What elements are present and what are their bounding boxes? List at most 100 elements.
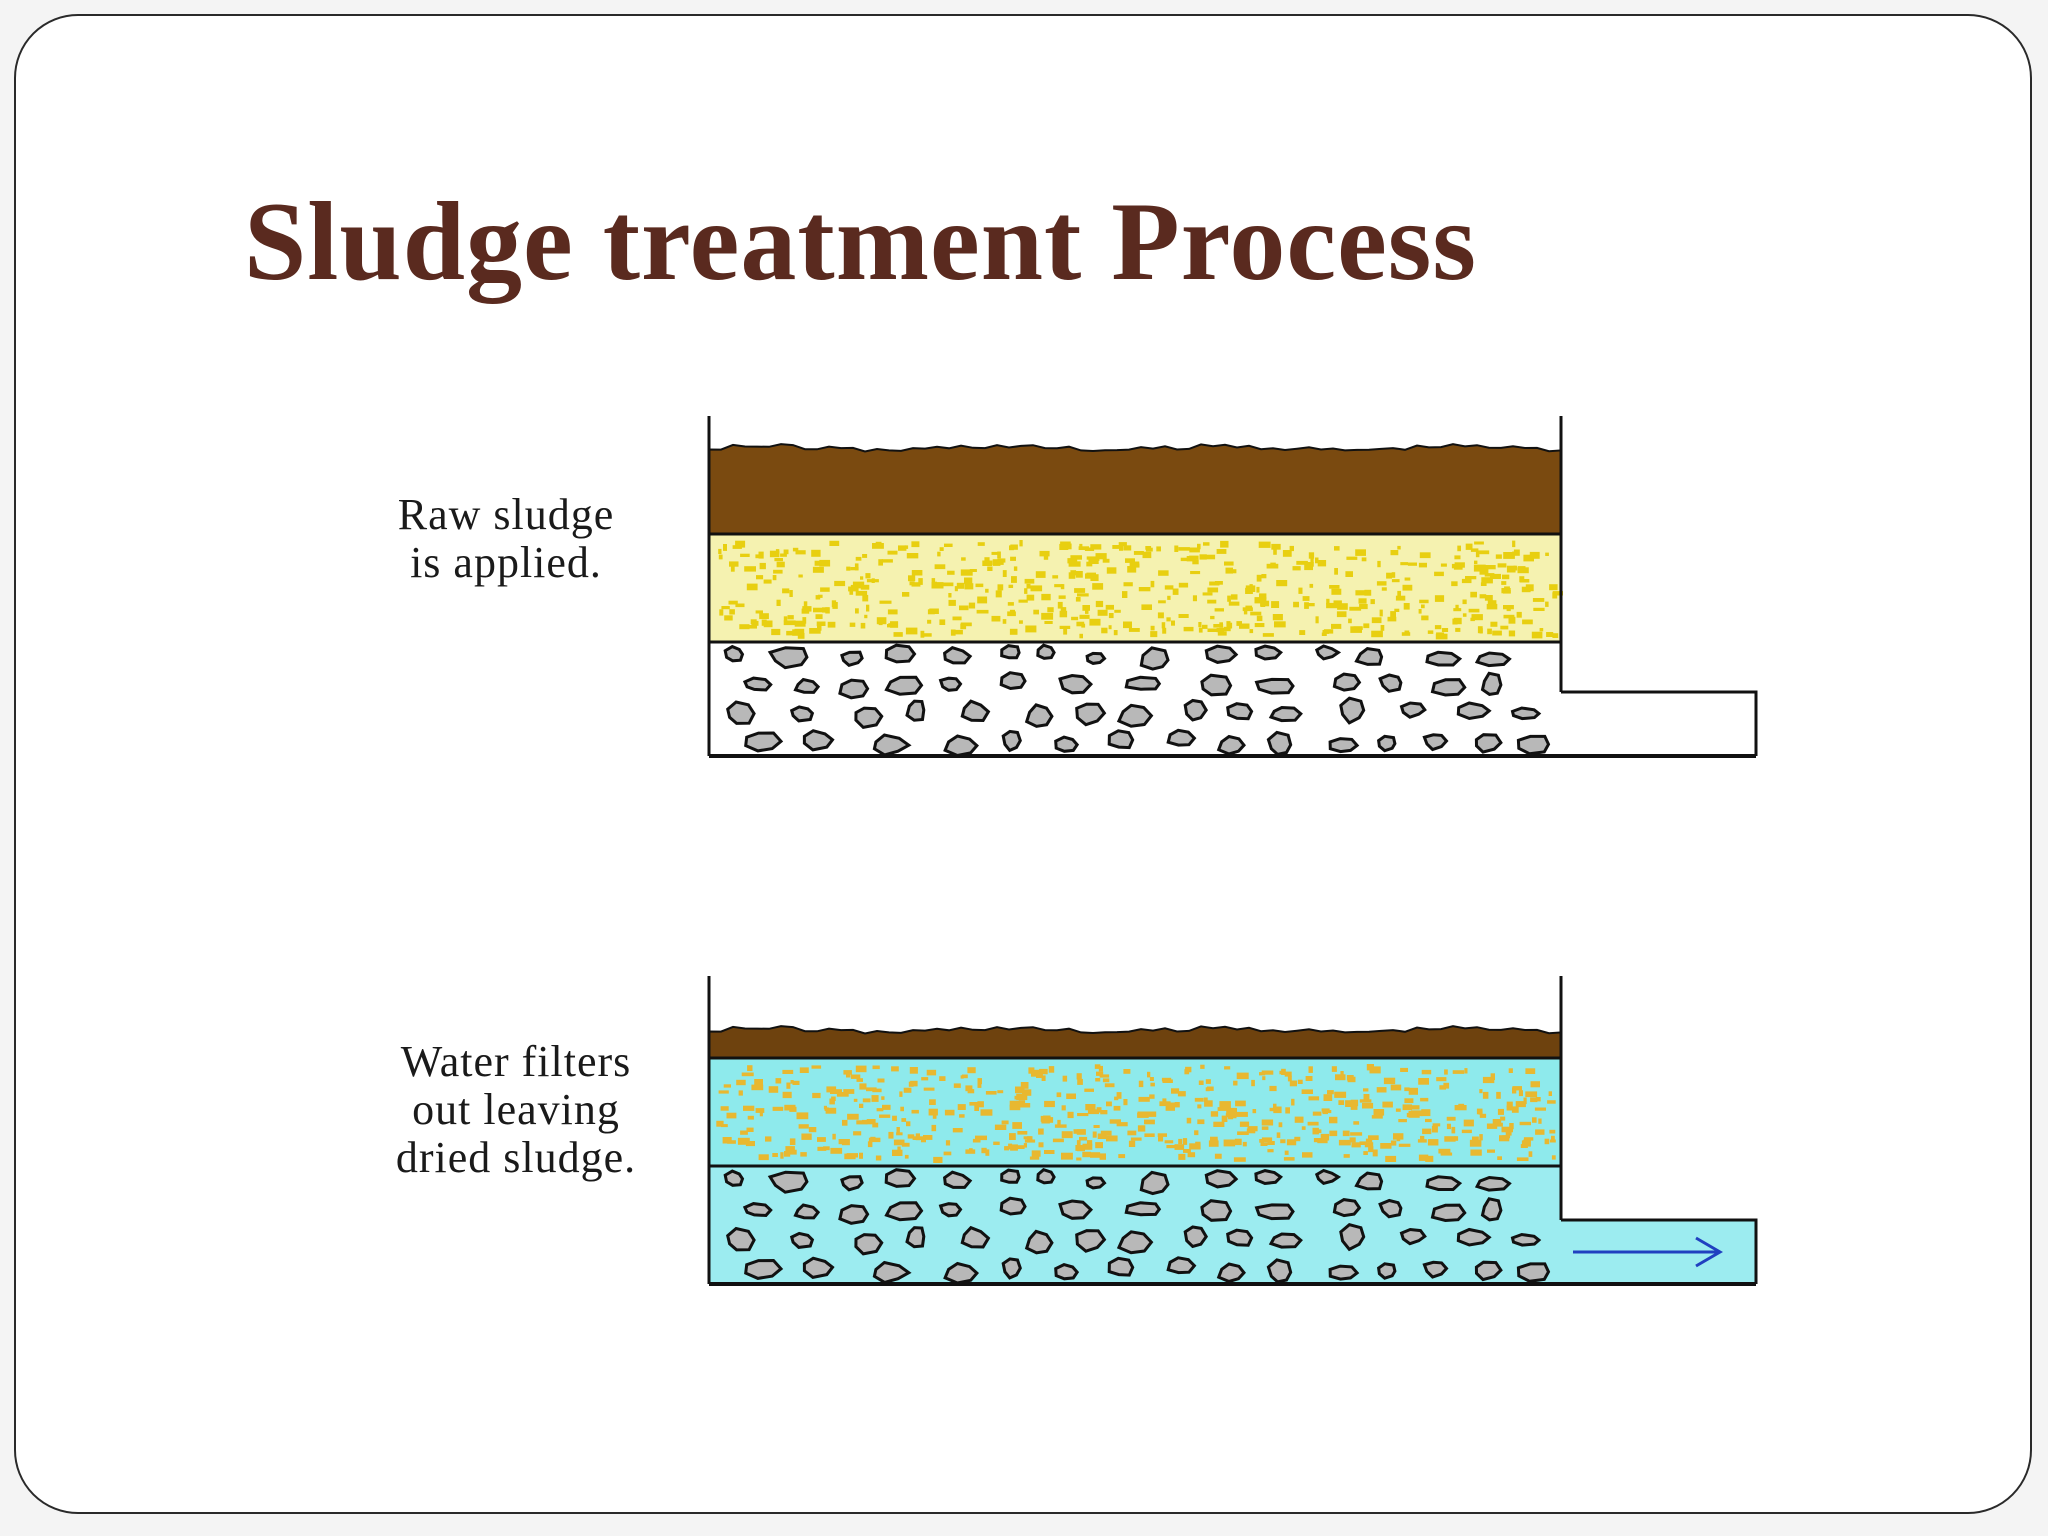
sand-grain xyxy=(1364,1142,1374,1148)
sand-grain xyxy=(1024,588,1028,594)
sand-grain xyxy=(1106,1135,1118,1142)
sand-grain xyxy=(1323,629,1334,634)
sand-grain xyxy=(1506,1101,1513,1107)
gravel-stone xyxy=(1216,1262,1246,1284)
sand-grain xyxy=(1158,1136,1164,1142)
sand-grain xyxy=(1232,569,1237,574)
sand-grain xyxy=(1421,1109,1431,1117)
sand-grain xyxy=(1500,625,1509,630)
sand-grain xyxy=(875,541,882,547)
sand-grain xyxy=(784,1151,791,1157)
sand-grain xyxy=(1105,604,1114,610)
sand-grain xyxy=(1066,1093,1076,1099)
sand-grain xyxy=(1217,631,1227,636)
sand-grain xyxy=(1002,570,1007,577)
sand-grain xyxy=(1468,608,1480,613)
sand-grain xyxy=(1273,1106,1282,1114)
sand-grain xyxy=(1131,563,1140,568)
gravel-stone xyxy=(1139,1170,1170,1196)
sand-grain xyxy=(1431,1125,1438,1133)
gravel-stone xyxy=(1058,673,1094,695)
sand-grain xyxy=(1209,581,1220,586)
sand-grain xyxy=(746,583,758,591)
sand-grain xyxy=(1496,1091,1501,1099)
sand-grain xyxy=(820,560,829,566)
sand-grain xyxy=(920,1138,926,1143)
sand-grain xyxy=(980,1109,993,1116)
sand-grain xyxy=(1199,554,1207,560)
sand-grain xyxy=(1547,1100,1556,1104)
sand-grain xyxy=(1061,1152,1073,1160)
sand-grain xyxy=(1127,1130,1137,1136)
sand-grain xyxy=(1192,595,1197,602)
sand-grain xyxy=(1233,1157,1246,1162)
sand-grain xyxy=(1411,1105,1420,1110)
sand-grain xyxy=(1213,1121,1225,1127)
sand-grain xyxy=(1342,1130,1350,1137)
gravel-stone xyxy=(1354,1171,1384,1191)
sand-grain xyxy=(843,1089,855,1094)
sand-grain xyxy=(1023,1143,1027,1148)
sand-grain xyxy=(943,1151,952,1156)
sand-grain xyxy=(1044,1150,1055,1154)
sand-grain xyxy=(1390,550,1399,556)
sand-grain xyxy=(1365,1138,1373,1143)
sand-grain xyxy=(723,544,727,551)
sand-grain xyxy=(1532,1117,1537,1123)
sand-grain xyxy=(849,589,854,595)
sand-grain xyxy=(735,603,745,608)
sand-grain xyxy=(1436,632,1445,637)
sand-grain xyxy=(1479,594,1487,599)
sand-grain xyxy=(1164,585,1174,590)
sand-grain xyxy=(1316,1129,1322,1134)
sand-grain xyxy=(817,1137,826,1142)
gravel-stone xyxy=(1480,1197,1503,1222)
gravel-stone xyxy=(884,643,917,664)
sand-grain xyxy=(755,610,763,614)
sand-grain xyxy=(1313,1138,1318,1143)
sand-grain xyxy=(1293,601,1299,608)
sand-grain xyxy=(728,600,738,605)
sand-grain xyxy=(901,1142,910,1147)
sand-grain xyxy=(1178,547,1190,551)
sand-grain xyxy=(1138,1096,1150,1102)
gravel-stone xyxy=(1024,1229,1054,1255)
sand-grain xyxy=(968,602,976,609)
sand-grain xyxy=(1444,1069,1448,1075)
gravel-stone xyxy=(943,646,973,665)
gravel-stone xyxy=(1254,677,1295,695)
sand-grain xyxy=(879,600,892,604)
sand-grain xyxy=(1149,1094,1155,1099)
gravel-stone xyxy=(943,1170,973,1189)
sand-grain xyxy=(1178,1138,1183,1145)
sand-grain xyxy=(722,1137,732,1144)
gravel-stone xyxy=(802,729,835,752)
sand-grain xyxy=(1546,632,1554,637)
sand-grain xyxy=(1198,627,1203,633)
sand-grain xyxy=(1088,1109,1099,1115)
sand-grain xyxy=(1457,545,1461,552)
sand-grain xyxy=(969,1102,979,1106)
sand-grain xyxy=(1404,1087,1410,1092)
sand-grain xyxy=(921,1077,929,1081)
sand-grain xyxy=(1308,1096,1320,1101)
sand-grain xyxy=(1530,1097,1538,1103)
sand-grain xyxy=(1531,631,1543,639)
sand-grain xyxy=(1523,554,1534,562)
gravel-stone xyxy=(884,1168,917,1188)
sand-grain xyxy=(1484,565,1496,570)
sand-grain xyxy=(1465,576,1477,580)
sand-grain xyxy=(1327,1090,1334,1095)
sand-grain xyxy=(1076,1157,1082,1161)
sand-grain xyxy=(1226,1107,1237,1115)
sand-grain xyxy=(1075,597,1081,602)
sand-grain xyxy=(809,628,821,634)
sand-grain xyxy=(1297,1079,1303,1084)
sand-grain xyxy=(1351,1142,1361,1148)
sand-grain xyxy=(960,622,972,627)
sand-grain xyxy=(1208,1140,1219,1147)
sand-grain xyxy=(787,615,794,620)
sand-grain xyxy=(1216,628,1224,633)
sand-grain xyxy=(1192,559,1199,565)
sand-grain xyxy=(1548,1091,1552,1096)
